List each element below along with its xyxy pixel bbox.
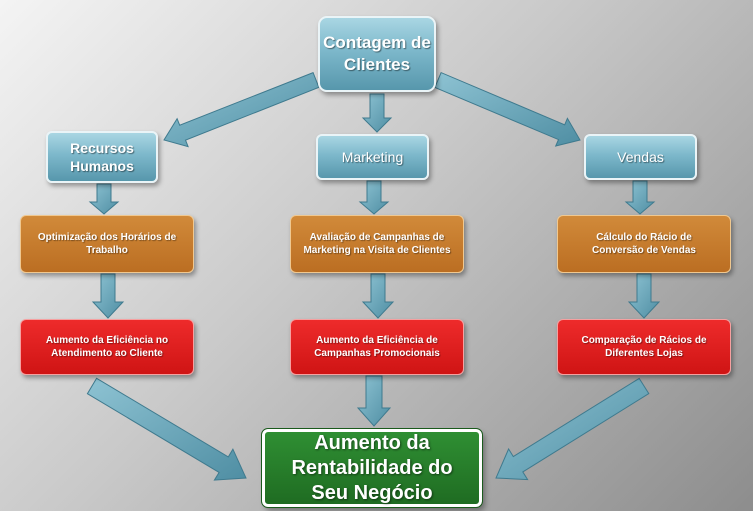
marketing-task-label: Avaliação de Campanhas de Marketing na V… — [303, 232, 451, 256]
hr-result-box: Aumento da Eficiência no Atendimento ao … — [20, 319, 194, 375]
hr-task-label: Optimização dos Horários de Trabalho — [37, 232, 177, 256]
outcome-box: Aumento da Rentabilidade do Seu Negócio — [261, 428, 483, 508]
marketing-result-box: Aumento da Eficiência de Campanhas Promo… — [290, 319, 464, 375]
outcome-label: Aumento da Rentabilidade do Seu Negócio — [291, 431, 453, 504]
sales-task-box: Cálculo do Rácio de Conversão de Vendas — [557, 215, 731, 273]
arrow-root-to-marketing — [361, 93, 393, 133]
arrow-root-to-hr — [163, 71, 320, 148]
hr-task-box: Optimização dos Horários de Trabalho — [20, 215, 194, 273]
node-marketing: Marketing — [316, 134, 429, 180]
arrow-hr-result-to-outcome — [86, 377, 247, 481]
arrow-sales-result-to-outcome — [495, 377, 650, 481]
sales-result-label: Comparação de Rácios de Diferentes Lojas — [581, 335, 707, 359]
arrow-sales-task-to-result — [627, 273, 661, 319]
marketing-result-label: Aumento da Eficiência de Campanhas Promo… — [314, 335, 440, 359]
arrow-marketing-task-to-result — [361, 273, 395, 319]
arrow-marketing-result-to-outcome — [356, 375, 392, 427]
arrow-hr-task-to-result — [91, 273, 125, 319]
marketing-label: Marketing — [341, 148, 404, 165]
arrow-root-to-sales — [434, 71, 581, 147]
sales-result-box: Comparação de Rácios de Diferentes Lojas — [557, 319, 731, 375]
arrow-sales-to-task — [624, 180, 656, 215]
hr-result-label: Aumento da Eficiência no Atendimento ao … — [45, 335, 169, 359]
arrow-marketing-to-task — [358, 180, 390, 215]
hr-label: Recursos Humanos — [70, 139, 134, 174]
root-node-label: Contagem de Clientes — [323, 32, 431, 74]
root-node-counting-clients: Contagem de Clientes — [318, 16, 436, 92]
marketing-task-box: Avaliação de Campanhas de Marketing na V… — [290, 215, 464, 273]
sales-task-label: Cálculo do Rácio de Conversão de Vendas — [592, 232, 696, 256]
node-sales: Vendas — [584, 134, 697, 180]
sales-label: Vendas — [617, 148, 664, 165]
node-human-resources: Recursos Humanos — [46, 131, 158, 183]
arrow-hr-to-task — [88, 183, 120, 215]
